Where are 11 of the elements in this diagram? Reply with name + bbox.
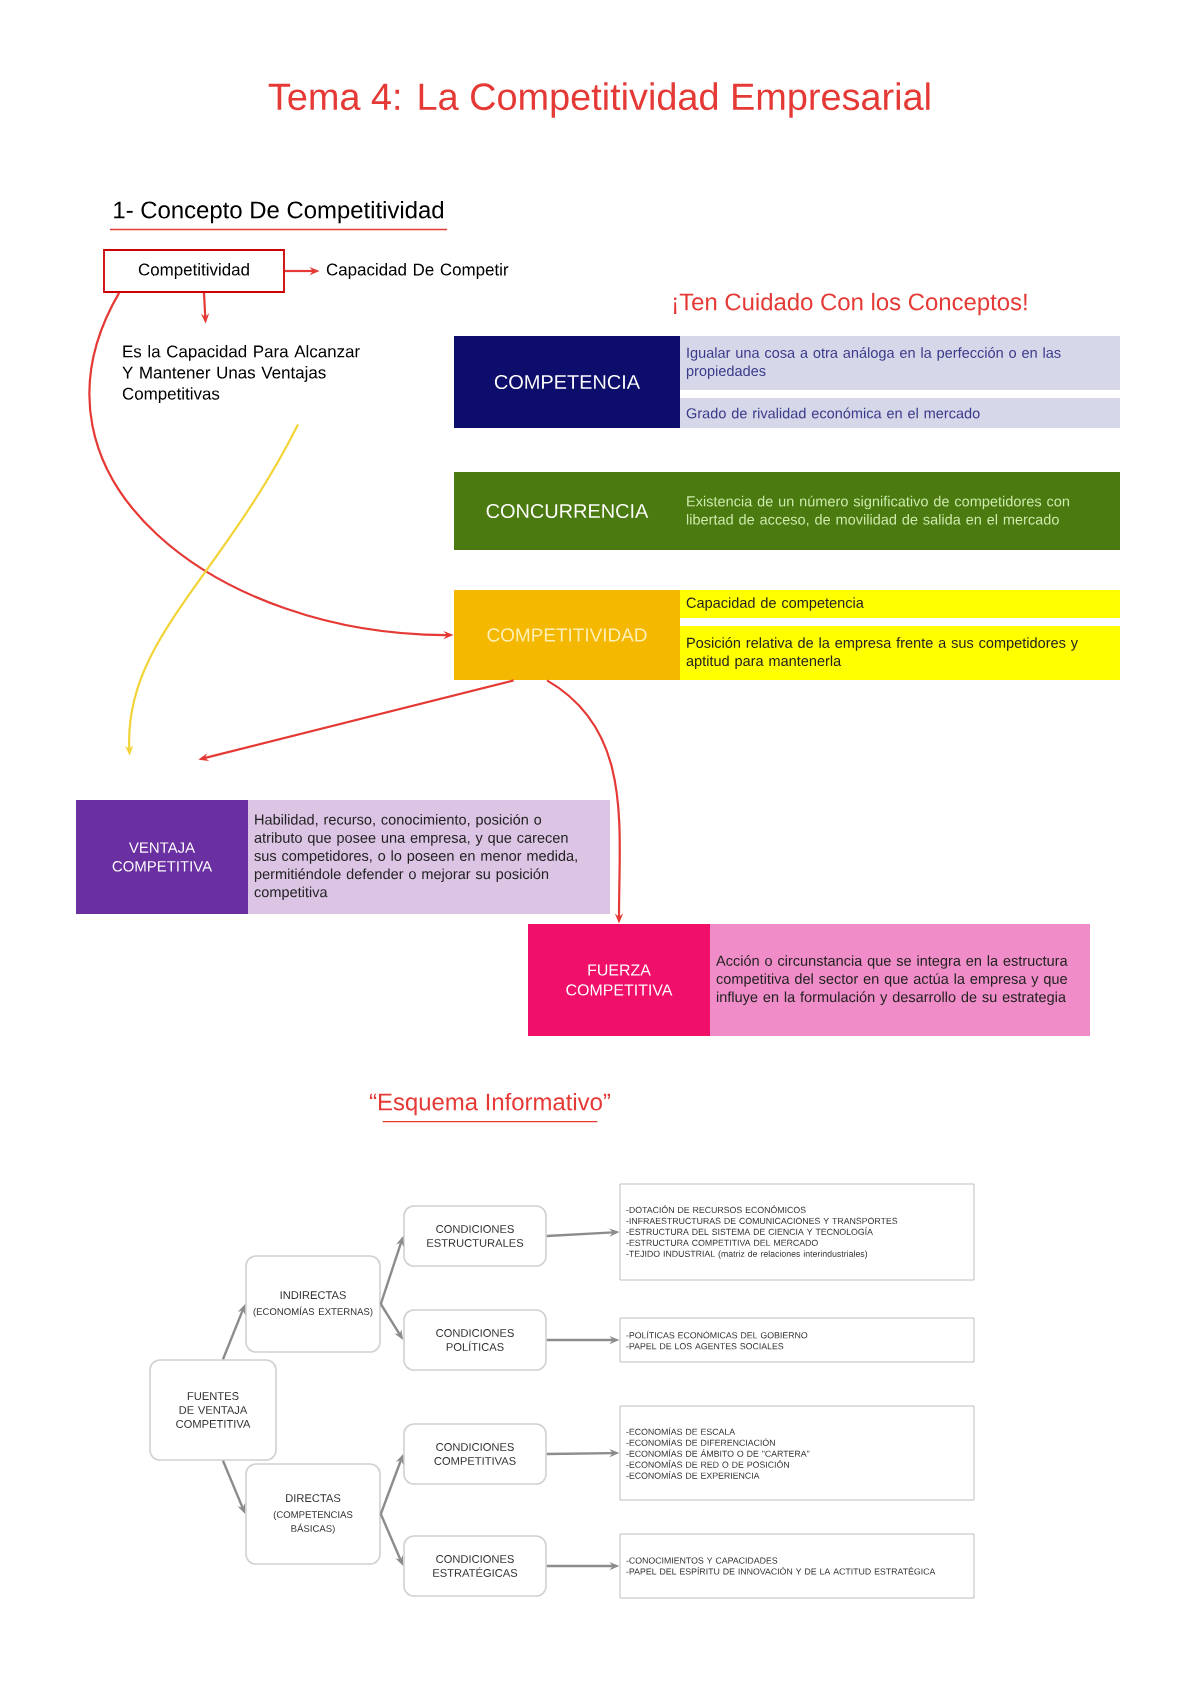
title: Tema 4: La Competitividad Empresarial bbox=[268, 82, 930, 118]
heading: ¡Ten Cuidado Con los Conceptos! bbox=[674, 292, 1027, 316]
heading: 1- Concepto De Competitividad bbox=[114, 200, 444, 224]
handwritten-text: Es la Capacidad Para Alcanzar Y Mantener Unas Ventajas Competitivas bbox=[122, 345, 360, 403]
term-box: COMPETENCIA bbox=[454, 336, 680, 428]
term-box: CONCURRENCIA bbox=[454, 472, 680, 550]
handwritten-text: Capacidad De Competir bbox=[326, 263, 509, 279]
handwritten-box: Competitividad bbox=[103, 249, 285, 293]
term-box: COMPETITIVIDAD bbox=[454, 590, 680, 680]
node-label: CONCURRENCIA bbox=[486, 503, 649, 519]
heading: “Esquema Informativo” bbox=[369, 1092, 610, 1116]
